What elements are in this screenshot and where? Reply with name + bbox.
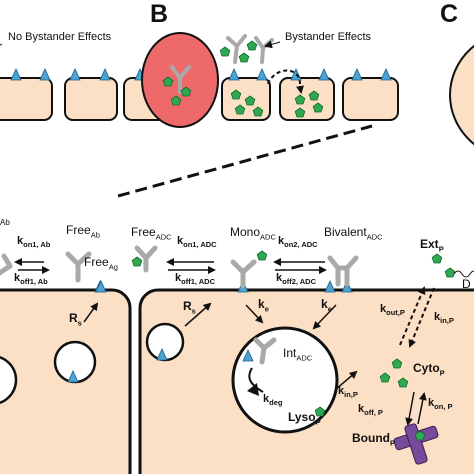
panel-b-cells: [141, 32, 399, 128]
koff1-adc-label: koff1, ADC: [175, 272, 216, 287]
mono-adc-label: MonoADC: [230, 225, 276, 242]
koff2-adc-label: koff2, ADC: [276, 272, 317, 287]
panel-label-c: C: [440, 0, 459, 28]
rs-right-label: Rs: [183, 299, 196, 316]
bound-target-icon: [393, 423, 439, 465]
cyto-p-label: CytoP: [413, 361, 445, 378]
lyso-p-label: LysoP: [288, 410, 321, 427]
no-bystander-label: No Bystander Effects: [8, 31, 112, 43]
free-adc-label: FreeADC: [131, 225, 172, 242]
koff1-ab-label: koff1, Ab: [14, 272, 48, 287]
ke-2-label: ke: [321, 297, 332, 314]
ke-1-label: ke: [258, 297, 269, 314]
panel-c-cell: [449, 44, 474, 146]
antibody-icon: [170, 65, 191, 94]
free-ag-label: FreeAg: [84, 255, 118, 272]
kdeg-label: kdeg: [263, 393, 283, 408]
kon1-ab-label: kon1, Ab: [17, 235, 51, 250]
ext-p-label: ExtP: [420, 237, 444, 254]
extracellular-species: [0, 245, 474, 293]
int-adc-label: IntADC: [283, 346, 313, 363]
bivalent-adc-label: BivalentADC: [324, 225, 383, 242]
detail-right-cell: [138, 280, 474, 474]
koff-p-label: koff, P: [358, 403, 383, 418]
kin-p-lyso-label: kin,P: [338, 385, 358, 400]
free-ab-label: FreeAb: [66, 223, 100, 240]
kin-p-ext-label: kin,P: [434, 311, 454, 326]
panel-label-b: B: [150, 0, 169, 28]
cutoff-ab: Ab: [0, 218, 10, 227]
rs-left-label: Rs: [69, 311, 82, 328]
kout-p-label: kout,P: [380, 303, 405, 318]
zoom-line: [117, 124, 373, 198]
cutoff-d: D: [462, 277, 471, 291]
detail-left-cell: [0, 280, 132, 474]
kon-p-label: kon, P: [428, 397, 453, 412]
kon1-adc-label: kon1, ADC: [177, 235, 217, 250]
bystander-label: Bystander Effects: [285, 31, 372, 43]
kon2-adc-label: kon2, ADC: [278, 235, 318, 250]
bound-p-label: BoundP: [352, 431, 396, 448]
